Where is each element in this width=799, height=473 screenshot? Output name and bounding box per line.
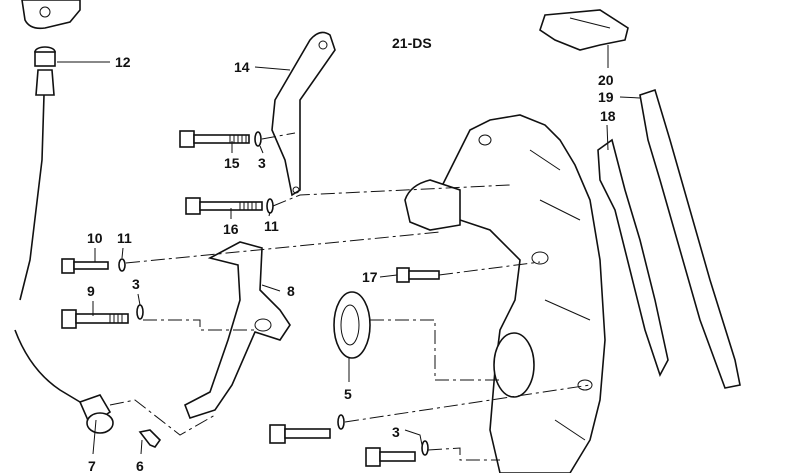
clip-part-20 (539, 9, 629, 51)
grommet-part-12 (14, 46, 86, 406)
timing-cover-housing (404, 114, 606, 473)
seal-part-5 (333, 291, 371, 359)
callout-label-3: 3 (132, 276, 140, 292)
callout-label-6: 6 (136, 458, 144, 473)
callout-label-19: 19 (598, 89, 614, 105)
callout-label-20: 20 (598, 72, 614, 88)
callout-label-7: 7 (88, 458, 96, 473)
callout-label-14: 14 (234, 59, 250, 75)
bolt-bottom-small (365, 440, 429, 467)
callout-label-5: 5 (344, 386, 352, 402)
assembly-lines (109, 132, 591, 461)
bolt-bottom-large (269, 414, 345, 444)
bracket-part-14 (271, 31, 336, 197)
callout-label-10: 10 (87, 230, 103, 246)
sensor-part-7 (78, 394, 114, 434)
callout-label-11: 11 (264, 218, 279, 234)
callout-label-15: 15 (224, 155, 240, 171)
bolt-part-17 (396, 267, 440, 283)
bolt-part-16 (185, 197, 274, 215)
callout-label-18: 18 (600, 108, 616, 124)
callout-label-16: 16 (223, 221, 239, 237)
gasket-part-19 (639, 88, 741, 389)
bolt-part-6 (138, 429, 162, 448)
bracket-top-left (21, 0, 81, 30)
bolt-part-10 (61, 258, 126, 274)
callout-label-8: 8 (287, 283, 295, 299)
bolt-part-9 (61, 304, 144, 329)
diagram-title: 21-DS (392, 35, 432, 51)
leader-lines (57, 45, 641, 455)
callout-label-17: 17 (362, 269, 378, 285)
gasket-part-18 (597, 138, 669, 378)
callout-label-3: 3 (258, 155, 266, 171)
callout-label-3: 3 (392, 424, 400, 440)
callout-label-11: 11 (117, 230, 132, 246)
callout-label-12: 12 (115, 54, 131, 70)
bolt-part-15 (179, 130, 262, 148)
callout-label-9: 9 (87, 283, 95, 299)
